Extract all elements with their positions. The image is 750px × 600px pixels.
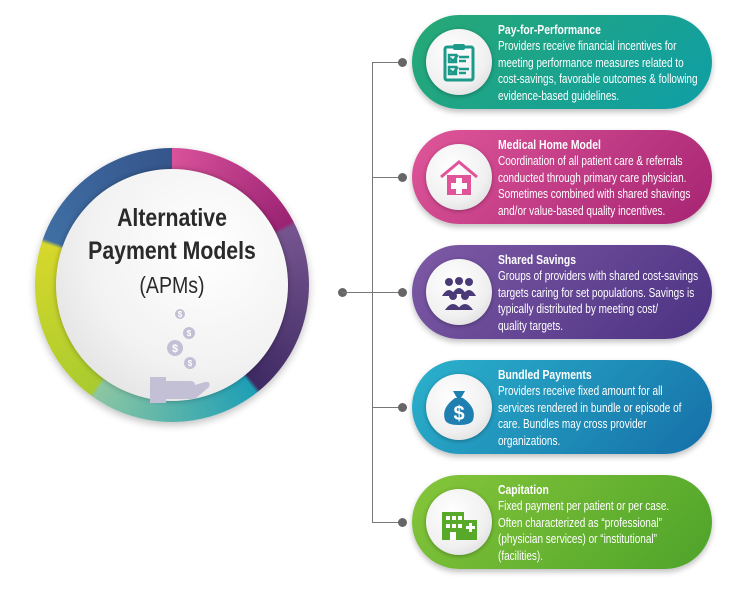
model-description-line: typically distributed by meeting cost/ bbox=[498, 302, 659, 316]
model-description-line: care. Bundles may cross provider bbox=[498, 417, 647, 431]
coins-falling-into-hand-icon: $ $ $ $ bbox=[150, 309, 210, 403]
svg-text:$: $ bbox=[172, 343, 178, 355]
connector-dot bbox=[398, 403, 407, 412]
model-title: Pay-for-Performance bbox=[498, 22, 601, 37]
model-description-line: Coordination of all patient care & refer… bbox=[498, 154, 683, 168]
connector-branch bbox=[372, 292, 402, 293]
model-card: $ Bundled Payments Providers receive fix… bbox=[412, 360, 712, 454]
model-description-line: conducted through primary care physician… bbox=[498, 170, 687, 185]
model-description-line: (facilities). bbox=[498, 548, 544, 563]
connector-branch bbox=[372, 177, 402, 178]
model-description-line: services rendered in bundle or episode o… bbox=[498, 400, 682, 415]
model-description-line: Fixed payment per patient or per case. bbox=[498, 499, 670, 513]
model-card: Shared Savings Groups of providers with … bbox=[412, 245, 712, 339]
model-description-line: Providers receive fixed amount for all bbox=[498, 384, 663, 398]
model-title: Bundled Payments bbox=[498, 367, 592, 382]
connector-dot bbox=[398, 518, 407, 527]
center-circle bbox=[56, 169, 288, 401]
center-title-line2: Payment Models bbox=[88, 237, 256, 265]
icon-badge bbox=[426, 489, 492, 555]
icon-badge bbox=[426, 144, 492, 210]
model-description-line: Often characterized as “professional” bbox=[498, 515, 662, 530]
model-description-line: evidence-based guidelines. bbox=[498, 88, 620, 103]
model-description-line: Groups of providers with shared cost-sav… bbox=[498, 269, 699, 283]
connector-branch bbox=[372, 62, 402, 63]
connector-branch bbox=[372, 407, 402, 408]
model-description-line: organizations. bbox=[498, 433, 561, 448]
model-description-line: and/or value-based quality incentives. bbox=[498, 203, 666, 218]
model-description-line: quality targets. bbox=[498, 318, 564, 333]
svg-text:$: $ bbox=[188, 359, 193, 368]
svg-text:$: $ bbox=[453, 403, 464, 425]
model-description-line: Sometimes combined with shared shavings bbox=[498, 187, 691, 201]
model-description-line: targets caring for set populations. Savi… bbox=[498, 285, 695, 300]
connector-dot bbox=[398, 288, 407, 297]
model-description-line: (physician services) or “institutional” bbox=[498, 532, 657, 546]
model-title: Shared Savings bbox=[498, 252, 577, 267]
model-description-line: cost-savings, favorable outcomes & follo… bbox=[498, 72, 698, 86]
model-card: Capitation Fixed payment per patient or … bbox=[412, 475, 712, 569]
model-title: Medical Home Model bbox=[498, 137, 601, 152]
connector-dot bbox=[398, 58, 407, 67]
icon-badge: $ bbox=[426, 374, 492, 440]
connector-horizontal bbox=[342, 292, 372, 293]
connector-branch bbox=[372, 522, 402, 523]
center-subtitle: (APMs) bbox=[139, 272, 205, 298]
icon-badge bbox=[426, 259, 492, 325]
connector-dot bbox=[398, 173, 407, 182]
center-title-line1: Alternative bbox=[117, 204, 227, 232]
model-description-line: Providers receive financial incentives f… bbox=[498, 39, 677, 53]
model-description-line: meeting performance measures related to bbox=[498, 55, 684, 70]
svg-text:$: $ bbox=[178, 310, 183, 319]
svg-text:$: $ bbox=[187, 329, 192, 338]
icon-badge bbox=[426, 29, 492, 95]
model-card: Medical Home Model Coordination of all p… bbox=[412, 130, 712, 224]
model-title: Capitation bbox=[498, 482, 549, 497]
model-card: Pay-for-Performance Providers receive fi… bbox=[412, 15, 712, 109]
